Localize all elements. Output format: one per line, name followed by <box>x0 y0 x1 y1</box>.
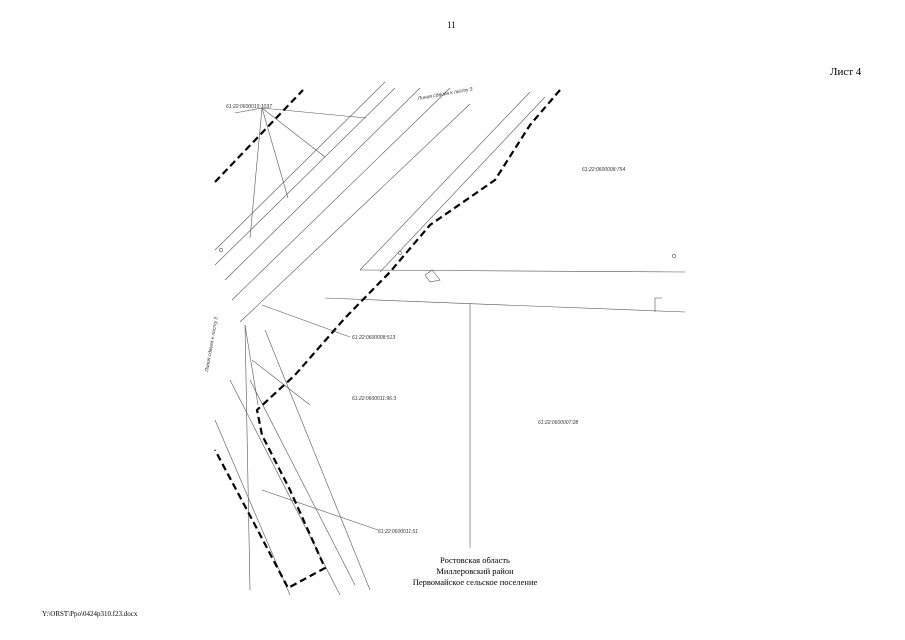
map-label-lower-parcel: 61:22:0600011:51 <box>378 529 418 535</box>
map-label-upper-diagonal: Линия сдвига к листу 3 <box>416 86 473 102</box>
map-label-left-vertical: Линия сдвига к листу 3 <box>204 316 220 373</box>
region-line-1: Ростовская область <box>440 555 510 565</box>
map-points <box>219 248 676 258</box>
region-line-3: Первомайское сельское поселение <box>412 577 538 587</box>
page-number: 11 <box>447 20 456 30</box>
region-line-2: Миллеровский район <box>436 566 514 576</box>
region-caption: Ростовская область Миллеровский район Пе… <box>380 555 570 588</box>
map-label-right-upper: 61:22:0600008:754 <box>582 167 625 173</box>
map-label-top-left: 61:22:0600015:1037 <box>226 104 272 110</box>
boundary-dashed-lines <box>214 89 561 590</box>
map-label-center-parcel: 61:22:0600011:96:3 <box>352 396 396 402</box>
footer-file-path: Y:\ORST\Ppo\0424p310.f23.docx <box>42 610 138 618</box>
sheet-label: Лист 4 <box>830 66 862 78</box>
map-label-right-parcel: 61:22:0600007:28 <box>538 420 579 426</box>
map-thin-lines <box>214 81 686 596</box>
map-label-middle-parcel: 61:22:0600008:513 <box>352 335 395 341</box>
